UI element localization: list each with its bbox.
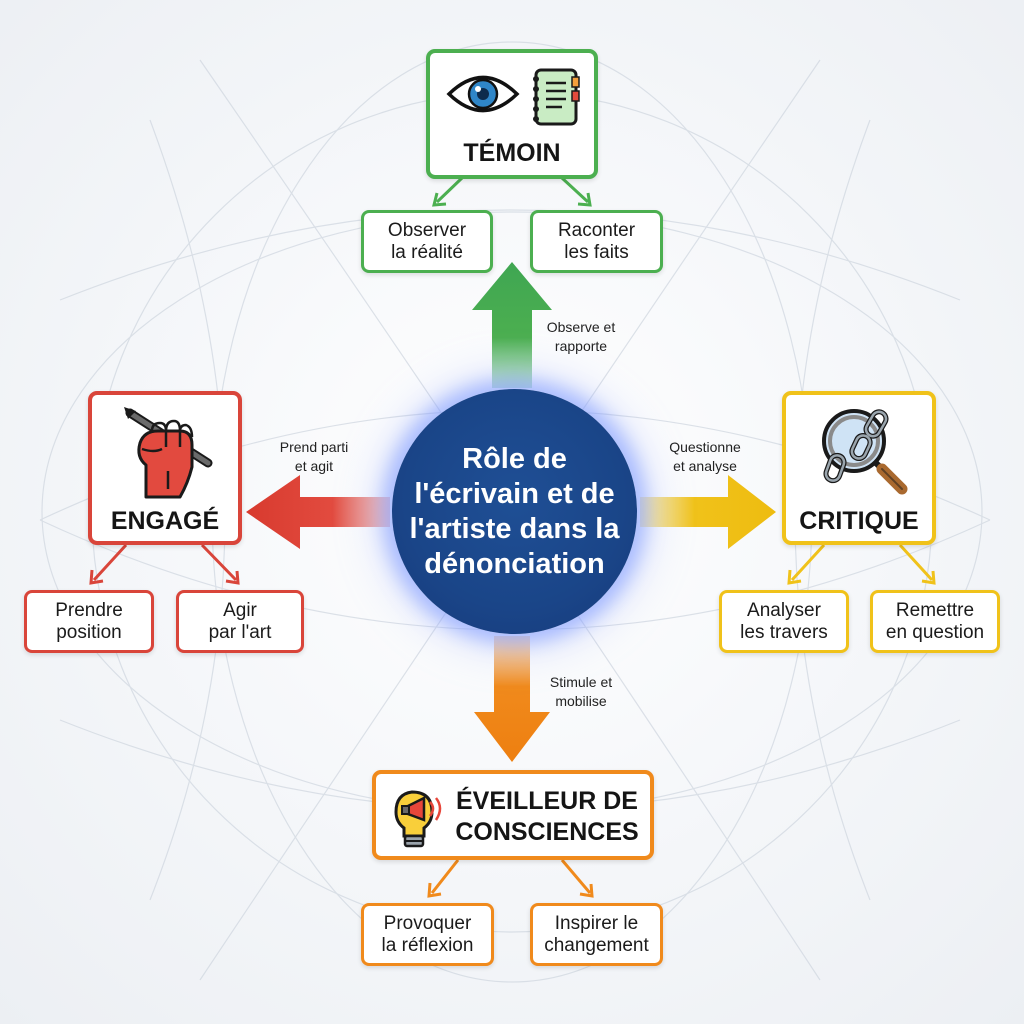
temoin-child-raconter: Raconter les faits [530, 210, 663, 273]
engage-node: ENGAGÉ [88, 391, 242, 545]
central-topic-circle: Rôle de l'écrivain et de l'artiste dans … [392, 389, 637, 634]
arrow-left [246, 475, 390, 549]
temoin-edge-label: Observe et rapporte [546, 319, 616, 354]
notebook-icon [528, 67, 582, 132]
central-topic-label: Rôle de l'écrivain et de l'artiste dans … [409, 442, 620, 580]
temoin-child-observer-label: Observer la réalité [387, 219, 467, 263]
eveilleur-child-inspirer: Inspirer le changement [530, 903, 663, 966]
eveilleur-child-inspirer-label: Inspirer le changement [544, 912, 649, 956]
engage-child-prendre: Prendre position [24, 590, 154, 653]
critique-node: CRITIQUE [782, 391, 936, 545]
temoin-child-observer: Observer la réalité [361, 210, 493, 273]
eye-icon [446, 69, 520, 124]
temoin-node: TÉMOIN [426, 49, 598, 179]
critique-child-analyser: Analyser les travers [719, 590, 849, 653]
critique-child-remettre: Remettre en question [870, 590, 1000, 653]
eveilleur-node: ÉVEILLEUR DE CONSCIENCES [372, 770, 654, 860]
eveilleur-edge-label: Stimule et mobilise [549, 674, 613, 709]
magnifier-broken-chain-icon [814, 405, 910, 504]
engage-edge-label: Prend parti et agit [279, 439, 349, 474]
critique-label: CRITIQUE [799, 507, 919, 535]
arrow-right [640, 475, 776, 549]
engage-label: ENGAGÉ [110, 507, 220, 535]
engage-child-agir-label: Agir par l'art [208, 599, 272, 643]
eveilleur-label: ÉVEILLEUR DE CONSCIENCES [455, 787, 639, 846]
critique-edge-label: Questionne et analyse [669, 439, 741, 474]
lightbulb-megaphone-icon [390, 786, 450, 855]
temoin-label: TÉMOIN [463, 139, 561, 167]
engage-child-prendre-label: Prendre position [55, 599, 123, 643]
fist-with-pen-icon [118, 405, 214, 504]
arrow-up [472, 262, 552, 388]
critique-child-remettre-label: Remettre en question [885, 599, 985, 643]
temoin-child-raconter-label: Raconter les faits [557, 219, 636, 263]
eveilleur-child-provoquer-label: Provoquer la réflexion [381, 912, 474, 956]
eveilleur-child-provoquer: Provoquer la réflexion [361, 903, 494, 966]
engage-child-agir: Agir par l'art [176, 590, 304, 653]
arrow-down [474, 636, 550, 762]
critique-child-analyser-label: Analyser les travers [740, 599, 828, 643]
